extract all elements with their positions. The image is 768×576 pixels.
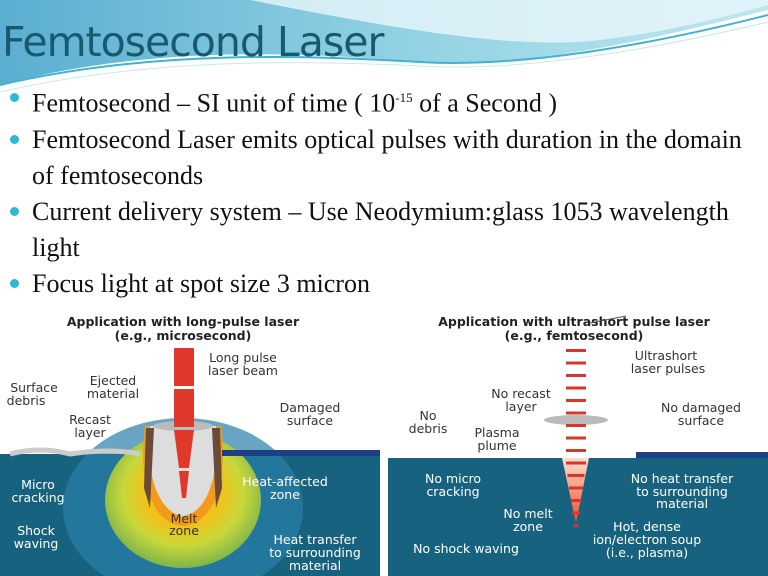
label-pulses: laser pulses: [631, 361, 706, 376]
bullet-text: Current delivery system – Use Neodymium:…: [32, 196, 729, 262]
bullet-dot-icon: [10, 134, 19, 144]
header-wave-background: [0, 0, 768, 93]
diagram-subheading: (e.g., femtosecond): [505, 328, 644, 343]
bullet-item: Femtosecond Laser emits optical pulses w…: [8, 122, 763, 194]
bullet-text: of a Second ): [412, 88, 557, 118]
pulse-dash: [566, 374, 586, 377]
label-damaged: No damaged: [661, 400, 741, 415]
label-heat: material: [289, 558, 341, 573]
pulse-dash: [566, 411, 586, 415]
pulse-dash: [566, 386, 586, 390]
pulse-dash: [572, 511, 580, 515]
label-heat: to surrounding: [269, 545, 361, 560]
pulse-dash: [566, 461, 586, 465]
label-ejected: Ejected: [90, 373, 136, 388]
bullet-dot-icon: [10, 93, 19, 102]
label-micro: cracking: [426, 484, 479, 499]
pulse-dash: [566, 424, 586, 427]
label-shock: Shock: [17, 523, 55, 538]
label-heat: No heat transfer: [631, 471, 734, 486]
bullet-text: Focus light at spot size 3 micron: [32, 268, 370, 298]
bullet-dot-icon: [10, 278, 19, 288]
pulse-dash: [567, 474, 585, 477]
label-debris: debris: [7, 393, 46, 408]
ultrashort-pulse-diagram: Application with ultrashort pulse laser …: [388, 314, 768, 576]
pulse-dash: [566, 349, 586, 352]
label-melt: zone: [513, 519, 543, 534]
label-melt: Melt: [171, 511, 198, 526]
diagram-subheading: (e.g., microsecond): [115, 328, 252, 343]
label-plasma: plume: [477, 438, 517, 453]
label-micro: cracking: [11, 490, 64, 505]
long-pulse-diagram: Application with long-pulse laser (e.g.,…: [0, 314, 380, 576]
pulse-dash: [569, 486, 583, 490]
diagram-heading: Application with long-pulse laser: [67, 314, 300, 329]
label-ejected: material: [87, 386, 139, 401]
label-damaged: Damaged: [280, 400, 341, 415]
bullet-item: Femtosecond – SI unit of time ( 10-15 of…: [8, 80, 763, 122]
slide-title: Femtosecond Laser: [2, 18, 384, 66]
label-shock: No shock waving: [413, 541, 519, 556]
bullet-list: Femtosecond – SI unit of time ( 10-15 of…: [8, 80, 763, 302]
label-melt: zone: [169, 523, 199, 538]
label-shock: waving: [14, 536, 59, 551]
label-soup: (i.e., plasma): [606, 545, 688, 560]
label-recast: No recast: [491, 386, 551, 401]
pulse-dash: [570, 499, 582, 502]
label-micro: No micro: [425, 471, 481, 486]
pulse-dash: [566, 361, 586, 365]
label-beam: laser beam: [208, 363, 278, 378]
label-recast: Recast: [69, 412, 111, 427]
pulse-dash: [566, 436, 586, 440]
label-haz: zone: [270, 487, 300, 502]
label-beam: Long pulse: [209, 350, 277, 365]
label-recast: layer: [74, 425, 106, 440]
ultrashort-pulses: [566, 349, 586, 527]
damaged-surface: [222, 450, 380, 456]
label-plasma: Plasma: [474, 425, 519, 440]
pulse-dash: [566, 449, 586, 452]
label-debris: debris: [409, 421, 448, 436]
bullet-dot-icon: [10, 206, 19, 216]
exponent: -15: [395, 90, 413, 105]
label-heat: to surrounding: [636, 484, 728, 499]
label-micro: Micro: [21, 477, 55, 492]
label-debris: No: [420, 408, 437, 423]
pulse-dash: [573, 524, 579, 527]
bullet-item: Current delivery system – Use Neodymium:…: [8, 194, 763, 266]
bullet-item: Focus light at spot size 3 micron: [8, 266, 763, 302]
label-heat: Heat transfer: [274, 532, 358, 547]
diagram-heading: Application with ultrashort pulse laser: [438, 314, 710, 329]
pulse-dash: [566, 399, 586, 402]
label-soup: Hot, dense: [613, 519, 681, 534]
label-damaged: surface: [678, 413, 725, 428]
label-pulses: Ultrashort: [635, 348, 698, 363]
label-recast: layer: [505, 399, 537, 414]
long-pulse-beam: [174, 348, 194, 498]
bullet-text: Femtosecond Laser emits optical pulses w…: [32, 124, 742, 190]
label-melt: No melt: [503, 506, 552, 521]
label-haz: Heat-affected: [242, 474, 328, 489]
label-heat: material: [656, 496, 708, 511]
label-debris: Surface: [10, 380, 58, 395]
label-soup: ion/electron soup: [593, 532, 701, 547]
bullet-text: Femtosecond – SI unit of time ( 10: [32, 88, 396, 118]
label-damaged: surface: [287, 413, 334, 428]
